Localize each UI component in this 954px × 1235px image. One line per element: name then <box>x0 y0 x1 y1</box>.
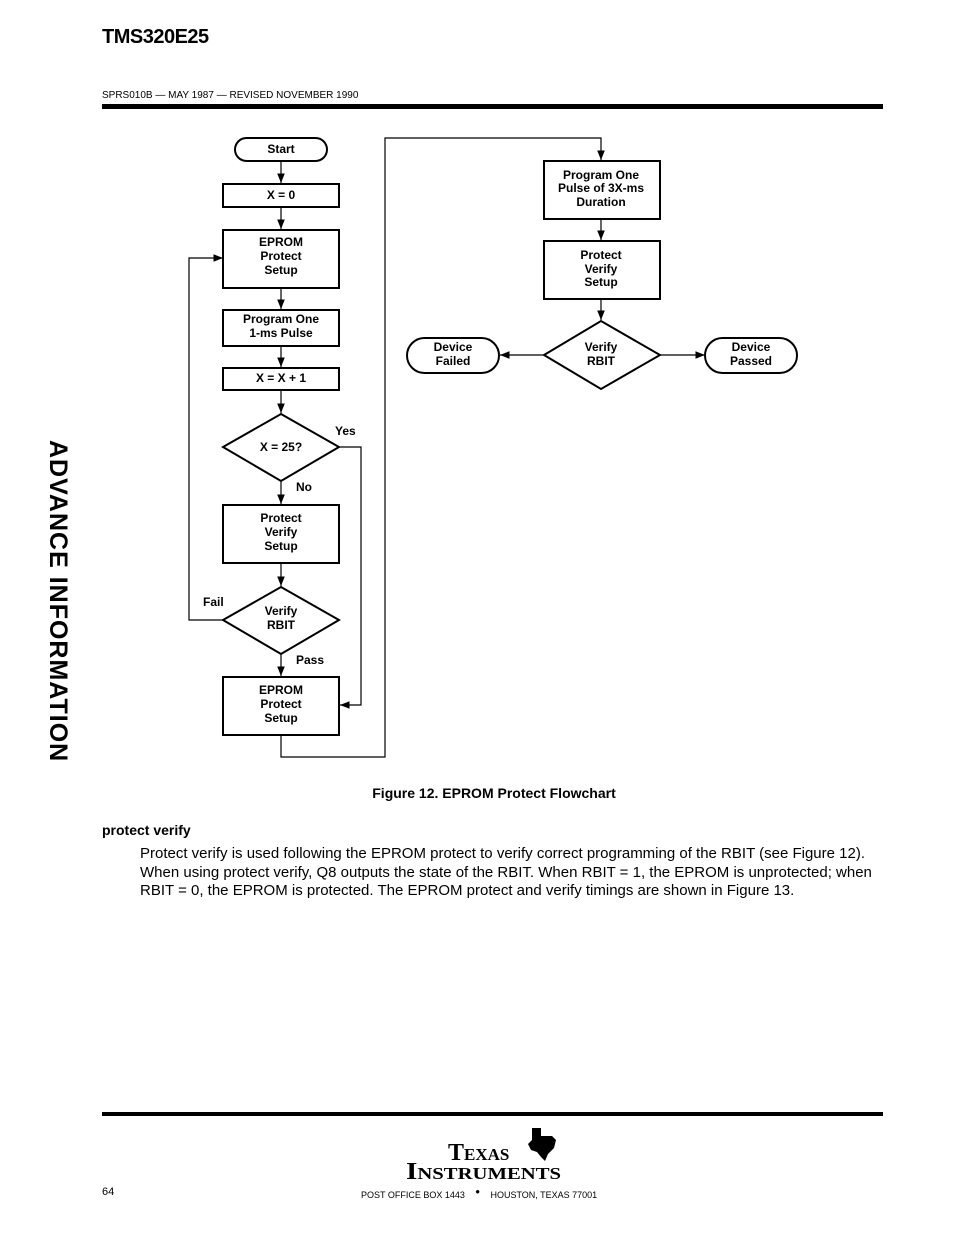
program-3x-pulse-box <box>543 160 661 220</box>
logo-line1: Texas <box>448 1140 509 1166</box>
protect-verify-line3: Setup <box>264 539 297 553</box>
device-passed-line2: Passed <box>730 354 772 368</box>
verify-rbit-right-decision <box>542 319 663 391</box>
header-rule <box>102 104 883 109</box>
device-passed-line1: Device <box>732 340 771 354</box>
verify-rbit-right-line1: Verify <box>585 340 618 354</box>
body-line: When using protect verify, Q8 outputs th… <box>140 863 872 881</box>
document-revision-line: SPRS010B — MAY 1987 — REVISED NOVEMBER 1… <box>102 90 359 101</box>
x-init-label: X = 0 <box>267 188 296 202</box>
device-passed-terminal <box>704 337 798 374</box>
x-increment-label: X = X + 1 <box>256 371 306 385</box>
address-bullet: • <box>475 1184 480 1199</box>
footer-address: POST OFFICE BOX 1443 • HOUSTON, TEXAS 77… <box>361 1184 598 1201</box>
x-increment-box <box>222 367 340 391</box>
eprom-protect-flowchart: Start X = 0 EPROM Protect Setup Program … <box>188 137 798 758</box>
eprom-protect-final-line3: Setup <box>264 711 297 725</box>
program-3x-line1: Program One <box>563 168 639 182</box>
protect-verify-line2: Verify <box>265 525 298 539</box>
x-init-box <box>222 183 340 208</box>
start-label: Start <box>267 142 294 156</box>
advance-information-banner: ADVANCE INFORMATION <box>44 440 72 762</box>
eprom-protect-setup-box <box>222 229 340 289</box>
side-banner-text: ADVANCE INFORMATION <box>44 440 72 762</box>
eprom-protect-line3: Setup <box>264 263 297 277</box>
pass-branch-label: Pass <box>296 653 324 667</box>
program-pulse-box <box>222 309 340 347</box>
address-left: POST OFFICE BOX 1443 <box>361 1190 465 1200</box>
program-pulse-line2: 1-ms Pulse <box>249 326 313 340</box>
verify-rbit-decision <box>221 585 341 656</box>
device-failed-line2: Failed <box>436 354 471 368</box>
address-right: HOUSTON, TEXAS 77001 <box>490 1190 598 1200</box>
program-3x-line3: Duration <box>576 195 625 209</box>
x-check-label: X = 25? <box>260 440 302 454</box>
body-line: Protect verify is used following the EPR… <box>140 845 866 862</box>
document-title: TMS320E25 <box>102 26 209 48</box>
protect-verify-setup-box <box>222 504 340 564</box>
eprom-protect-final-line1: EPROM <box>259 683 303 697</box>
start-terminal <box>234 137 328 162</box>
eprom-protect-line1: EPROM <box>259 235 303 249</box>
protect-verify-right-line2: Verify <box>585 262 618 276</box>
protect-verify-setup-right-box <box>543 240 661 300</box>
no-branch-label: No <box>296 480 312 494</box>
program-3x-line2: Pulse of 3X-ms <box>558 181 644 195</box>
eprom-protect-line2: Protect <box>260 249 301 263</box>
texas-state-icon <box>528 1128 556 1161</box>
verify-rbit-line2: RBIT <box>267 618 296 632</box>
eprom-protect-final-line2: Protect <box>260 697 301 711</box>
x-equals-25-decision <box>221 412 341 483</box>
eprom-protect-setup-final-box <box>222 676 340 736</box>
protect-verify-line1: Protect <box>260 511 301 525</box>
page-number: 64 <box>102 1186 115 1198</box>
section-body: Protect verify is used following the EPR… <box>140 845 888 901</box>
footer-rule <box>102 1112 883 1116</box>
texas-instruments-logo: Texas Instruments <box>406 1128 561 1182</box>
protect-verify-right-line1: Protect <box>580 248 621 262</box>
protect-verify-right-line3: Setup <box>584 275 617 289</box>
fail-branch-label: Fail <box>203 595 224 609</box>
program-pulse-line1: Program One <box>243 312 319 326</box>
verify-rbit-line1: Verify <box>265 604 298 618</box>
device-failed-line1: Device <box>434 340 473 354</box>
device-failed-terminal <box>406 337 500 374</box>
section-heading: protect verify <box>102 822 191 838</box>
logo-line2: Instruments <box>406 1159 561 1182</box>
verify-rbit-right-line2: RBIT <box>587 354 616 368</box>
yes-branch-label: Yes <box>335 424 356 438</box>
body-line: RBIT = 0, the EPROM is protected. The EP… <box>140 882 795 899</box>
figure-caption: Figure 12. EPROM Protect Flowchart <box>372 785 616 801</box>
